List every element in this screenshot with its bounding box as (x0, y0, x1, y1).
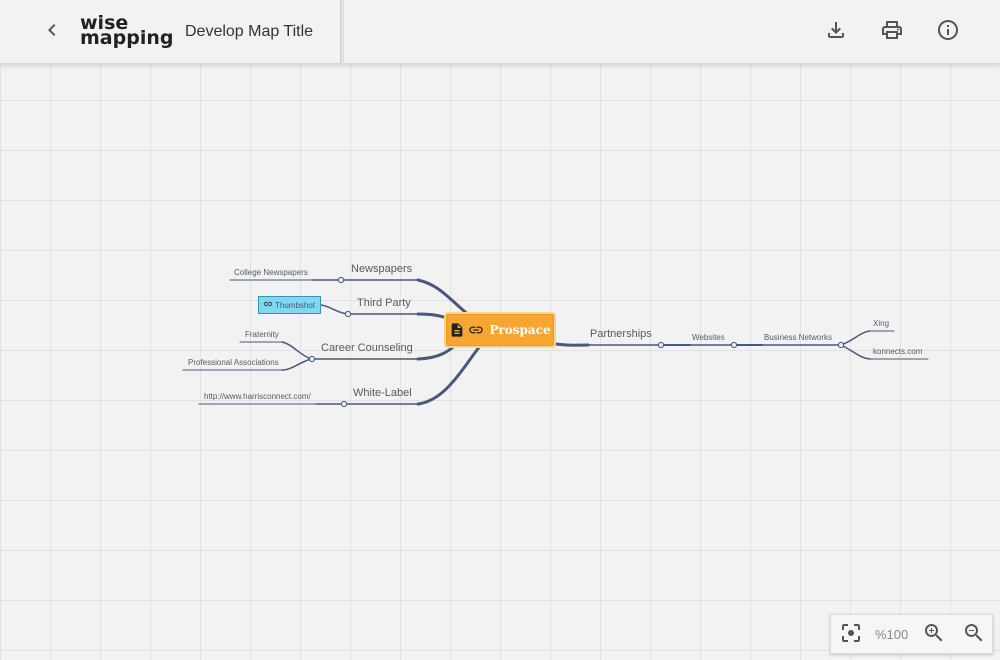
central-topic[interactable]: Prospace (444, 312, 556, 348)
topic-white-label[interactable]: White-Label (353, 387, 412, 399)
collapse-node-websites (730, 341, 738, 349)
link-icon (468, 322, 484, 338)
download-icon (824, 18, 848, 47)
connector-thumbshot (320, 304, 348, 315)
back-button[interactable] (34, 14, 70, 50)
topic-college-newspapers[interactable]: College Newspapers (234, 268, 308, 277)
back-arrow-icon (40, 18, 64, 47)
header-divider (340, 0, 344, 64)
topic-fraternity[interactable]: Fraternity (245, 330, 279, 339)
connector-xing (840, 330, 871, 346)
connector-white-label (416, 344, 482, 406)
topic-konnects[interactable]: konnects.com (873, 347, 923, 356)
print-icon (880, 18, 904, 47)
logo-line1: wise (80, 12, 129, 34)
connector-newspapers (416, 278, 472, 318)
info-button[interactable] (930, 14, 966, 50)
app-header: wise mapping Develop Map Title (0, 0, 1000, 64)
topic-career-counseling[interactable]: Career Counseling (321, 342, 413, 354)
logo-line2: mapping (80, 27, 174, 49)
zoom-in-icon (922, 621, 946, 650)
collapse-node-newspapers (337, 276, 345, 284)
topic-xing[interactable]: Xing (873, 319, 890, 328)
collapse-node-business-networks (837, 341, 845, 349)
link-icon (263, 296, 273, 314)
fit-to-center-button[interactable] (833, 617, 869, 653)
collapse-node-career-counseling (308, 355, 316, 363)
topic-websites[interactable]: Websites (692, 333, 725, 342)
collapse-node-third-party (344, 310, 352, 318)
connector-konnects (840, 344, 871, 360)
zoom-toolbar: %100 (830, 614, 993, 654)
topic-thumbshot[interactable]: Thumbshot (258, 296, 321, 314)
zoom-out-icon (962, 621, 986, 650)
zoom-out-button[interactable] (956, 617, 992, 653)
document-icon (449, 322, 465, 338)
connector-professional-associations (281, 358, 312, 371)
topic-harrisconnect[interactable]: http://www.harrisconnect.com/ (204, 392, 311, 401)
topic-third-party[interactable]: Third Party (357, 297, 411, 309)
central-topic-label: Prospace (489, 323, 551, 337)
map-title[interactable]: Develop Map Title (185, 23, 314, 40)
topic-professional-associations[interactable]: Professional Associations (188, 358, 279, 367)
print-button[interactable] (874, 14, 910, 50)
zoom-in-button[interactable] (916, 617, 952, 653)
collapse-node-partnerships (657, 341, 665, 349)
info-icon (936, 18, 960, 47)
download-button[interactable] (818, 14, 854, 50)
topic-newspapers[interactable]: Newspapers (351, 263, 413, 275)
collapse-node-white-label (340, 400, 348, 408)
zoom-level: %100 (875, 627, 909, 642)
topic-business-networks[interactable]: Business Networks (764, 333, 833, 342)
center-focus-icon (839, 621, 863, 650)
wisemapping-logo[interactable]: wise mapping (80, 12, 173, 49)
thumbshot-label: Thumbshot (275, 300, 316, 310)
connector-fraternity (281, 341, 312, 360)
connector-partnerships (554, 342, 590, 347)
topic-partnerships[interactable]: Partnerships (590, 328, 652, 340)
